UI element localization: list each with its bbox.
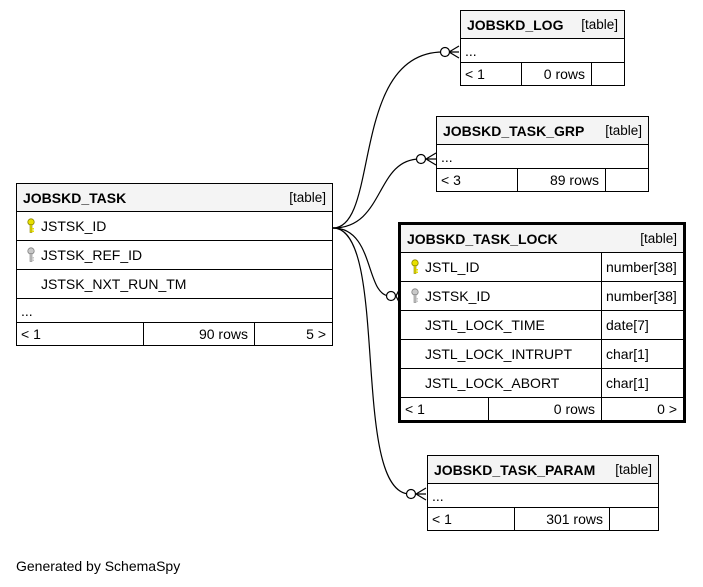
column-type: number[38] — [601, 282, 683, 310]
table-header: JOBSKD_TASK_LOCK [table] — [401, 225, 683, 253]
column-type: char[1] — [601, 369, 683, 397]
column-row[interactable]: JSTL_LOCK_ABORT char[1] — [401, 369, 683, 398]
column-type: number[38] — [601, 253, 683, 281]
edge-task-to-log — [332, 51, 444, 229]
edge-grp-optional-marker — [415, 153, 427, 165]
edge-lock-optional-marker — [385, 290, 397, 302]
column-row[interactable]: JSTL_ID number[38] — [401, 253, 683, 282]
table-name: JOBSKD_TASK_PARAM — [434, 461, 596, 478]
column-row[interactable]: JSTSK_ID number[38] — [401, 282, 683, 311]
more-columns: ... — [437, 145, 648, 169]
column-row[interactable]: JSTSK_REF_ID — [17, 241, 332, 270]
children-count — [592, 63, 624, 85]
table-jobskd-task-param[interactable]: JOBSKD_TASK_PARAM [table] ... < 1 301 ro… — [427, 455, 659, 531]
column-row[interactable]: JSTL_LOCK_INTRUPT char[1] — [401, 340, 683, 369]
column-name: JSTSK_NXT_RUN_TM — [41, 276, 187, 292]
column-name: JSTSK_ID — [41, 218, 107, 234]
more-columns: ... — [461, 39, 624, 63]
parents-count: < 1 — [401, 398, 489, 420]
table-kind: [table] — [615, 462, 652, 477]
table-jobskd-task-grp[interactable]: JOBSKD_TASK_GRP [table] ... < 3 89 rows — [436, 116, 649, 192]
primary-key-icon — [21, 218, 41, 234]
column-row[interactable]: JSTSK_NXT_RUN_TM — [17, 270, 332, 299]
edge-task-to-grp — [332, 158, 421, 229]
table-footer: < 3 89 rows — [437, 169, 648, 191]
row-count: 301 rows — [515, 508, 610, 530]
more-columns: ... — [17, 299, 332, 323]
table-footer: < 1 90 rows 5 > — [17, 323, 332, 345]
table-jobskd-task[interactable]: JOBSKD_TASK [table] JSTSK_ID JSTSK_REF_I… — [16, 183, 333, 346]
generated-by-credit: Generated by SchemaSpy — [16, 558, 181, 574]
primary-key-icon — [405, 259, 425, 275]
column-type: char[1] — [601, 340, 683, 368]
foreign-key-icon — [405, 288, 425, 304]
table-footer: < 1 0 rows — [461, 63, 624, 85]
table-jobskd-task-lock[interactable]: JOBSKD_TASK_LOCK [table] JSTL_ID number[… — [398, 222, 686, 423]
column-name: JSTSK_ID — [425, 288, 491, 304]
edge-task-to-param — [332, 227, 411, 495]
table-footer: < 1 301 rows — [428, 508, 658, 530]
row-count: 90 rows — [144, 323, 255, 345]
row-count: 0 rows — [489, 398, 602, 420]
table-name: JOBSKD_LOG — [467, 16, 564, 33]
parents-count: < 1 — [428, 508, 515, 530]
column-name: JSTL_LOCK_ABORT — [425, 375, 560, 391]
table-name: JOBSKD_TASK — [23, 189, 127, 206]
column-name: JSTL_LOCK_TIME — [425, 317, 545, 333]
foreign-key-icon — [21, 247, 41, 263]
children-count — [606, 169, 648, 191]
table-kind: [table] — [581, 17, 618, 32]
edge-log-optional-marker — [439, 46, 451, 58]
edge-task-to-lock — [332, 227, 391, 297]
more-columns: ... — [428, 484, 658, 508]
table-kind: [table] — [640, 231, 677, 246]
table-footer: < 1 0 rows 0 > — [401, 398, 683, 420]
table-header: JOBSKD_TASK [table] — [17, 184, 332, 212]
children-count: 0 > — [657, 401, 677, 417]
table-header: JOBSKD_TASK_PARAM [table] — [428, 456, 658, 484]
row-count: 89 rows — [518, 169, 606, 191]
table-header: JOBSKD_LOG [table] — [461, 11, 624, 39]
table-name: JOBSKD_TASK_GRP — [443, 122, 585, 139]
column-name: JSTSK_REF_ID — [41, 247, 143, 263]
children-count: 5 > — [306, 326, 326, 342]
table-header: JOBSKD_TASK_GRP [table] — [437, 117, 648, 145]
children-count — [610, 508, 658, 530]
table-kind: [table] — [605, 123, 642, 138]
column-name: JSTL_ID — [425, 259, 480, 275]
table-kind: [table] — [289, 190, 326, 205]
parents-count: < 1 — [17, 323, 144, 345]
column-name: JSTL_LOCK_INTRUPT — [425, 346, 573, 362]
column-row[interactable]: JSTL_LOCK_TIME date[7] — [401, 311, 683, 340]
table-name: JOBSKD_TASK_LOCK — [407, 230, 558, 247]
column-row[interactable]: JSTSK_ID — [17, 212, 332, 241]
parents-count: < 3 — [437, 169, 518, 191]
parents-count: < 1 — [461, 63, 522, 85]
edge-param-optional-marker — [405, 488, 417, 500]
column-type: date[7] — [601, 311, 683, 339]
row-count: 0 rows — [522, 63, 592, 85]
table-jobskd-log[interactable]: JOBSKD_LOG [table] ... < 1 0 rows — [460, 10, 625, 86]
